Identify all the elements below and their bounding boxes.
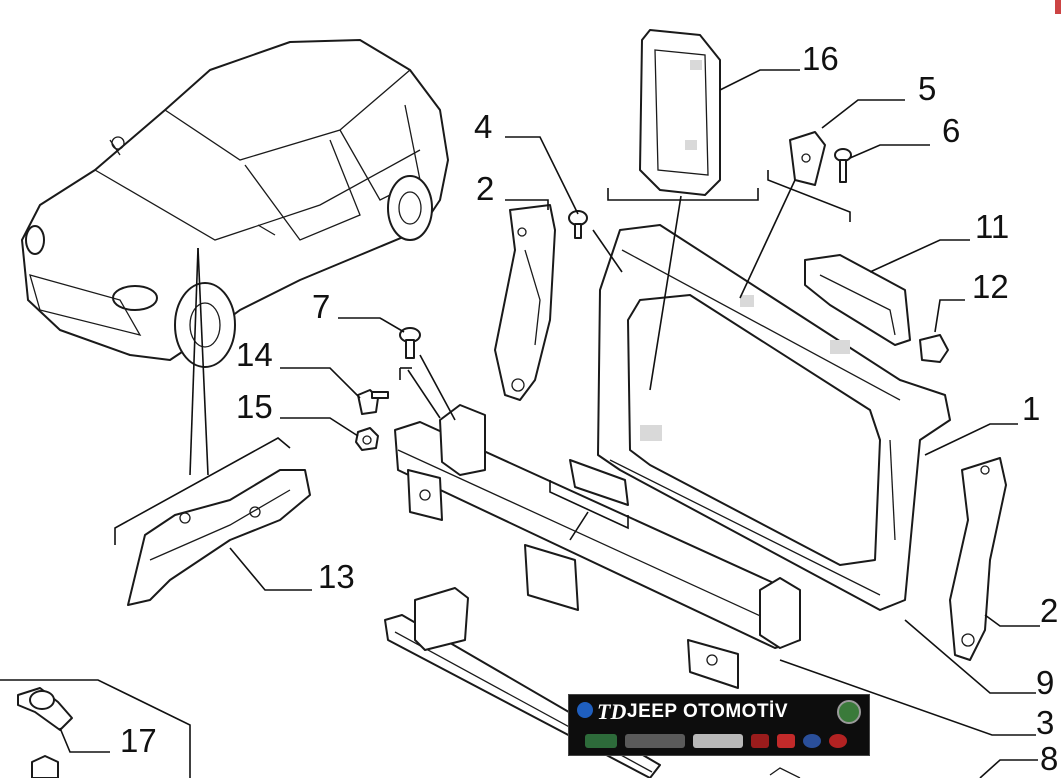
dealer-watermark-banner: TD JEEP OTOMOTİV (568, 694, 870, 756)
part-11-duct (804, 254, 911, 346)
callout-12: 12 (972, 268, 1009, 305)
callout-labels: 16 5 6 4 2 11 12 7 14 15 1 13 2 9 3 17 8 (120, 40, 1058, 777)
callout-2-right: 2 (1040, 592, 1058, 629)
callout-8: 8 (1040, 740, 1058, 777)
corner-marker (1055, 0, 1061, 14)
part-13-bracket (114, 437, 311, 606)
part-5-clip (789, 131, 826, 186)
part-1-front-frame (597, 224, 951, 611)
grouping-lines (399, 170, 851, 530)
callout-15: 15 (236, 388, 273, 425)
brand-mark: TD (597, 699, 627, 724)
callout-5: 5 (918, 70, 936, 107)
part-12-clip (919, 334, 949, 363)
callout-6: 6 (942, 112, 960, 149)
part-7-bolt (399, 327, 421, 359)
vehicle-illustration (21, 39, 449, 476)
callout-14: 14 (236, 336, 273, 373)
part-2-left-bracket (494, 204, 556, 401)
dodge-logo (693, 734, 743, 748)
callout-1: 1 (1022, 390, 1040, 427)
part-16-housing (639, 29, 721, 196)
ram-logo (751, 734, 769, 748)
fiat-logo (829, 734, 847, 748)
part-9-crossbeam (394, 404, 801, 689)
part-2-right-bracket (949, 457, 1007, 661)
part-14-bolt (357, 389, 389, 415)
callout-17: 17 (120, 722, 157, 759)
brand-name: JEEP OTOMOTİV (627, 701, 789, 722)
part-6-screw (834, 148, 852, 183)
callout-4: 4 (474, 108, 492, 145)
callout-9: 9 (1036, 664, 1054, 701)
lancia-logo (803, 734, 821, 748)
brand-logo-row (585, 731, 859, 751)
chrysler-logo (625, 734, 685, 748)
mopar-logo (577, 702, 593, 718)
callout-2-left: 2 (476, 170, 494, 207)
part-4-pin (568, 210, 588, 239)
callout-16: 16 (802, 40, 839, 77)
alfa-romeo-logo (837, 700, 861, 724)
callout-3: 3 (1036, 704, 1054, 741)
part-17-fastener (0, 679, 191, 778)
jeep-logo (585, 734, 617, 748)
leader-lines (59, 69, 1040, 778)
callout-11: 11 (975, 208, 1009, 245)
callout-13: 13 (318, 558, 355, 595)
callout-7: 7 (312, 288, 330, 325)
part-15-nut (355, 427, 379, 451)
maserati-logo (777, 734, 795, 748)
